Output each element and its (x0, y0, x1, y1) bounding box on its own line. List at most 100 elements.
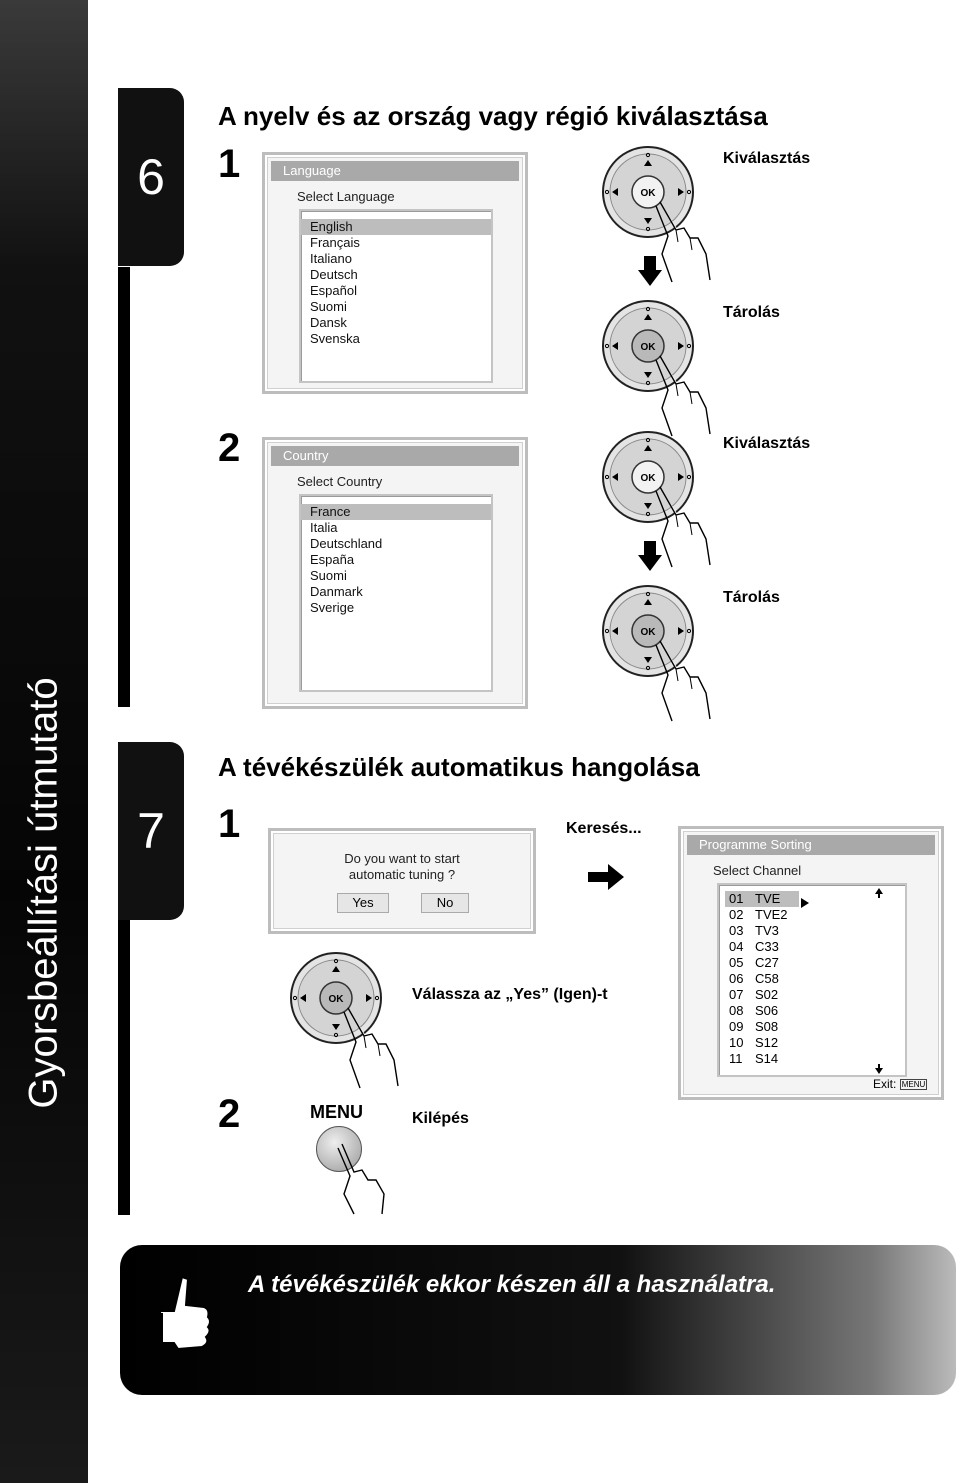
channel-number: 11 (729, 1051, 743, 1066)
country-item[interactable]: Danmark (310, 584, 363, 599)
language-item[interactable]: Deutsch (310, 267, 358, 282)
channel-name: S06 (755, 1003, 779, 1018)
channel-number: 09 (729, 1019, 744, 1034)
section7-title: A tévékészülék automatikus hangolása (218, 752, 700, 782)
tuning-dialog: Do you want to start automatic tuning ? … (268, 828, 536, 934)
channel-name: TV3 (755, 923, 779, 938)
section6-title: A nyelv és az ország vagy régió kiválasz… (218, 101, 768, 131)
language-item[interactable]: Italiano (310, 251, 352, 266)
channel-number: 01 (729, 891, 744, 906)
tuning-question-line1: Do you want to start (344, 851, 460, 866)
channel-row[interactable]: 10 S12 (725, 1035, 845, 1051)
channel-name: S12 (755, 1035, 779, 1050)
country-item[interactable]: France (301, 504, 491, 520)
svg-text:OK: OK (641, 473, 657, 484)
svg-text:OK: OK (641, 627, 657, 638)
language-menu-title: Language (271, 161, 519, 181)
language-item[interactable]: Español (310, 283, 357, 298)
scroll-down-icon[interactable] (875, 1061, 883, 1079)
remote-navpad-ok-icon: OK (286, 952, 406, 1092)
channel-row[interactable]: 07 S02 (725, 987, 845, 1003)
sidebar: Gyorsbeállítási útmutató (0, 0, 88, 1483)
section6-rule (118, 267, 130, 707)
channel-number: 03 (729, 923, 744, 938)
completion-banner: A tévékészülék ekkor készen áll a haszná… (120, 1245, 956, 1395)
svg-text:OK: OK (641, 188, 657, 199)
language-item[interactable]: Svenska (310, 331, 360, 346)
sidebar-title: Gyorsbeállítási útmutató (21, 677, 66, 1109)
caption-select: Kiválasztás (723, 150, 811, 167)
exit-caption: Kilépés (412, 1110, 469, 1127)
country-list[interactable]: France Italia Deutschland España Suomi D… (299, 494, 493, 692)
channel-name: TVE (755, 891, 781, 906)
section7-step1-number: 1 (218, 802, 241, 846)
channel-row[interactable]: 01 TVE (725, 891, 799, 907)
channel-number: 04 (729, 939, 744, 954)
channel-number: 02 (729, 907, 744, 922)
language-item[interactable]: Dansk (310, 315, 347, 330)
country-item[interactable]: Deutschland (310, 536, 383, 551)
scroll-up-icon[interactable] (875, 885, 883, 903)
caption-select: Kiválasztás (723, 435, 811, 452)
channel-name: TVE2 (755, 907, 788, 922)
selection-arrow-icon (801, 895, 809, 913)
down-arrow-icon (638, 256, 662, 286)
channel-row[interactable]: 03 TV3 (725, 923, 845, 939)
country-menu-label: Select Country (297, 474, 383, 489)
programme-menu-title: Programme Sorting (687, 835, 935, 855)
language-item[interactable]: English (301, 219, 491, 235)
no-button[interactable]: No (421, 893, 469, 913)
section7-number: 7 (118, 742, 184, 920)
section7-rule (118, 920, 130, 1215)
country-item[interactable]: Suomi (310, 568, 347, 583)
tuning-question-line2: automatic tuning ? (348, 867, 456, 882)
remote-navpad-icon: OK (598, 146, 718, 286)
section6-number: 6 (118, 88, 184, 266)
yes-button[interactable]: Yes (337, 893, 389, 913)
remote-navpad-icon: OK (598, 431, 718, 571)
exit-label: Exit: (873, 1077, 897, 1091)
channel-row[interactable]: 06 C58 (725, 971, 845, 987)
channel-name: C58 (755, 971, 779, 986)
channel-name: C33 (755, 939, 779, 954)
language-menu: Language Select Language English Françai… (262, 152, 528, 394)
menu-button-label: MENU (310, 1102, 363, 1122)
exit-hint: Exit: MENU (873, 1077, 928, 1091)
section7-step2-number: 2 (218, 1092, 241, 1136)
svg-text:OK: OK (329, 994, 345, 1005)
caption-store: Tárolás (723, 589, 780, 606)
channel-row[interactable]: 02 TVE2 (725, 907, 845, 923)
channel-row[interactable]: 11 S14 (725, 1051, 845, 1067)
language-item[interactable]: Français (310, 235, 360, 250)
remote-navpad-ok-icon: OK (598, 585, 718, 725)
country-menu: Country Select Country France Italia Deu… (262, 437, 528, 709)
searching-caption: Keresés... (566, 820, 642, 837)
channel-row[interactable]: 08 S06 (725, 1003, 845, 1019)
down-arrow-icon (638, 541, 662, 571)
channel-name: S02 (755, 987, 779, 1002)
banner-text: A tévékészülék ekkor készen áll a haszná… (248, 1271, 776, 1298)
section6-step2-number: 2 (218, 426, 241, 470)
language-list[interactable]: English Français Italiano Deutsch Españo… (299, 209, 493, 383)
language-item[interactable]: Suomi (310, 299, 347, 314)
hand-pointer-icon (334, 1140, 394, 1216)
choose-yes-caption: Válassza az „Yes” (Igen)-t (412, 986, 608, 1003)
menu-key-icon: MENU (899, 1079, 928, 1091)
language-menu-label: Select Language (297, 189, 395, 204)
channel-name: S14 (755, 1051, 779, 1066)
channel-row[interactable]: 04 C33 (725, 939, 845, 955)
channel-number: 06 (729, 971, 744, 986)
country-item[interactable]: España (310, 552, 355, 567)
country-menu-title: Country (271, 446, 519, 466)
channel-number: 10 (729, 1035, 744, 1050)
country-item[interactable]: Italia (310, 520, 338, 535)
channel-number: 08 (729, 1003, 744, 1018)
country-item[interactable]: Sverige (310, 600, 355, 615)
channel-name: C27 (755, 955, 779, 970)
channel-number: 07 (729, 987, 744, 1002)
right-arrow-icon (588, 864, 624, 890)
